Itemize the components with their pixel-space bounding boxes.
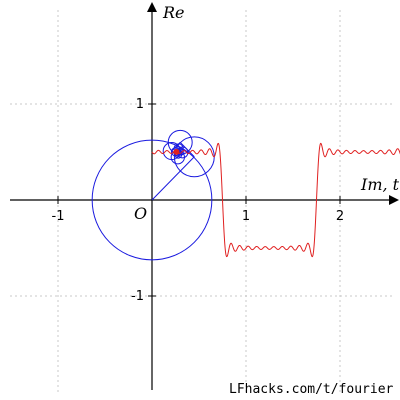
tick-marks [57,103,341,297]
square-wave-series [151,142,400,258]
y-tick-label: -1 [131,289,144,304]
epicycle-radius [151,156,195,201]
x-tick-label: 2 [336,209,344,224]
axes [10,2,399,390]
x-axis-title: Im, t [360,175,400,194]
y-axis-arrowhead [147,2,157,12]
x-axis-arrowhead [389,195,399,205]
credit-text: LFhacks.com/t/fourier [229,382,394,397]
epicycles [91,129,215,261]
x-tick-label: 1 [242,209,250,224]
y-axis-title: Re [162,3,185,22]
grid-lines [10,10,392,392]
epicycle-circle [91,139,213,261]
y-tick-label: 1 [136,97,144,112]
tick-labels: -1 1 2 1 -1 [52,97,345,304]
origin-label: O [134,204,147,223]
epicycle-tip-dot [173,148,180,155]
x-tick-label: -1 [52,209,65,224]
